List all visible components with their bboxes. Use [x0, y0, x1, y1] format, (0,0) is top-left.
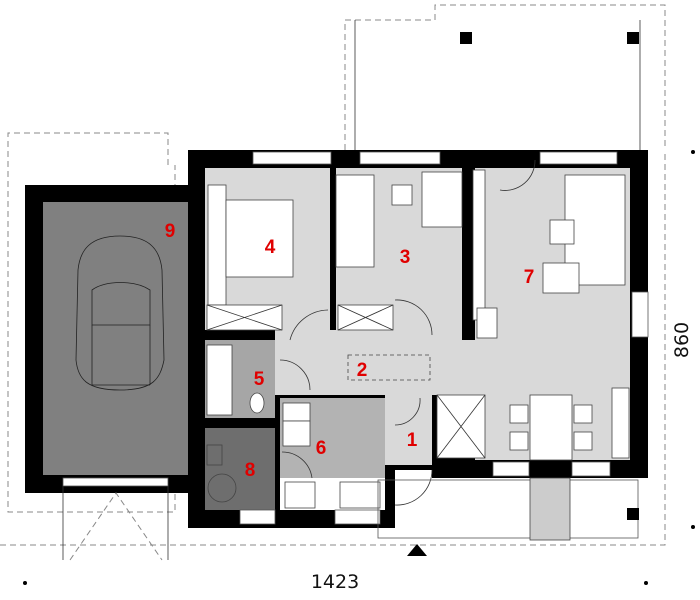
dimension-depth: 860: [671, 322, 693, 358]
room-label-8: 8: [245, 460, 256, 481]
terrace-post: [627, 508, 639, 520]
windows: [239, 151, 649, 525]
room-label-5: 5: [254, 369, 265, 390]
wall-3-7: [462, 168, 475, 340]
room-1-floor: [385, 395, 432, 465]
doors: [279, 159, 536, 506]
plot-outline-bottom: [0, 150, 666, 546]
room-label-1: 1: [407, 430, 418, 451]
dimension-width: 1423: [311, 571, 359, 593]
garage-driveway: [62, 486, 169, 561]
terrace-outline: [344, 4, 666, 150]
room-label-4: 4: [265, 237, 276, 258]
room-label-3: 3: [400, 247, 411, 268]
garage-floor: [43, 202, 195, 475]
hall-floor: [275, 330, 475, 395]
garage-door: [62, 477, 169, 487]
room-label-2: 2: [357, 360, 368, 381]
entrance-step: [377, 479, 639, 539]
doormat: [529, 477, 571, 541]
dimension-markers: [23, 150, 695, 585]
room-label-7: 7: [524, 267, 535, 288]
room-label-6: 6: [316, 438, 327, 459]
room-label-9: 9: [165, 221, 176, 242]
furniture: [206, 169, 630, 509]
room-8-floor: [205, 428, 275, 510]
car-icon: [75, 235, 165, 391]
entrance-arrow-icon: [407, 544, 427, 556]
plot-outline-left: [7, 132, 176, 513]
